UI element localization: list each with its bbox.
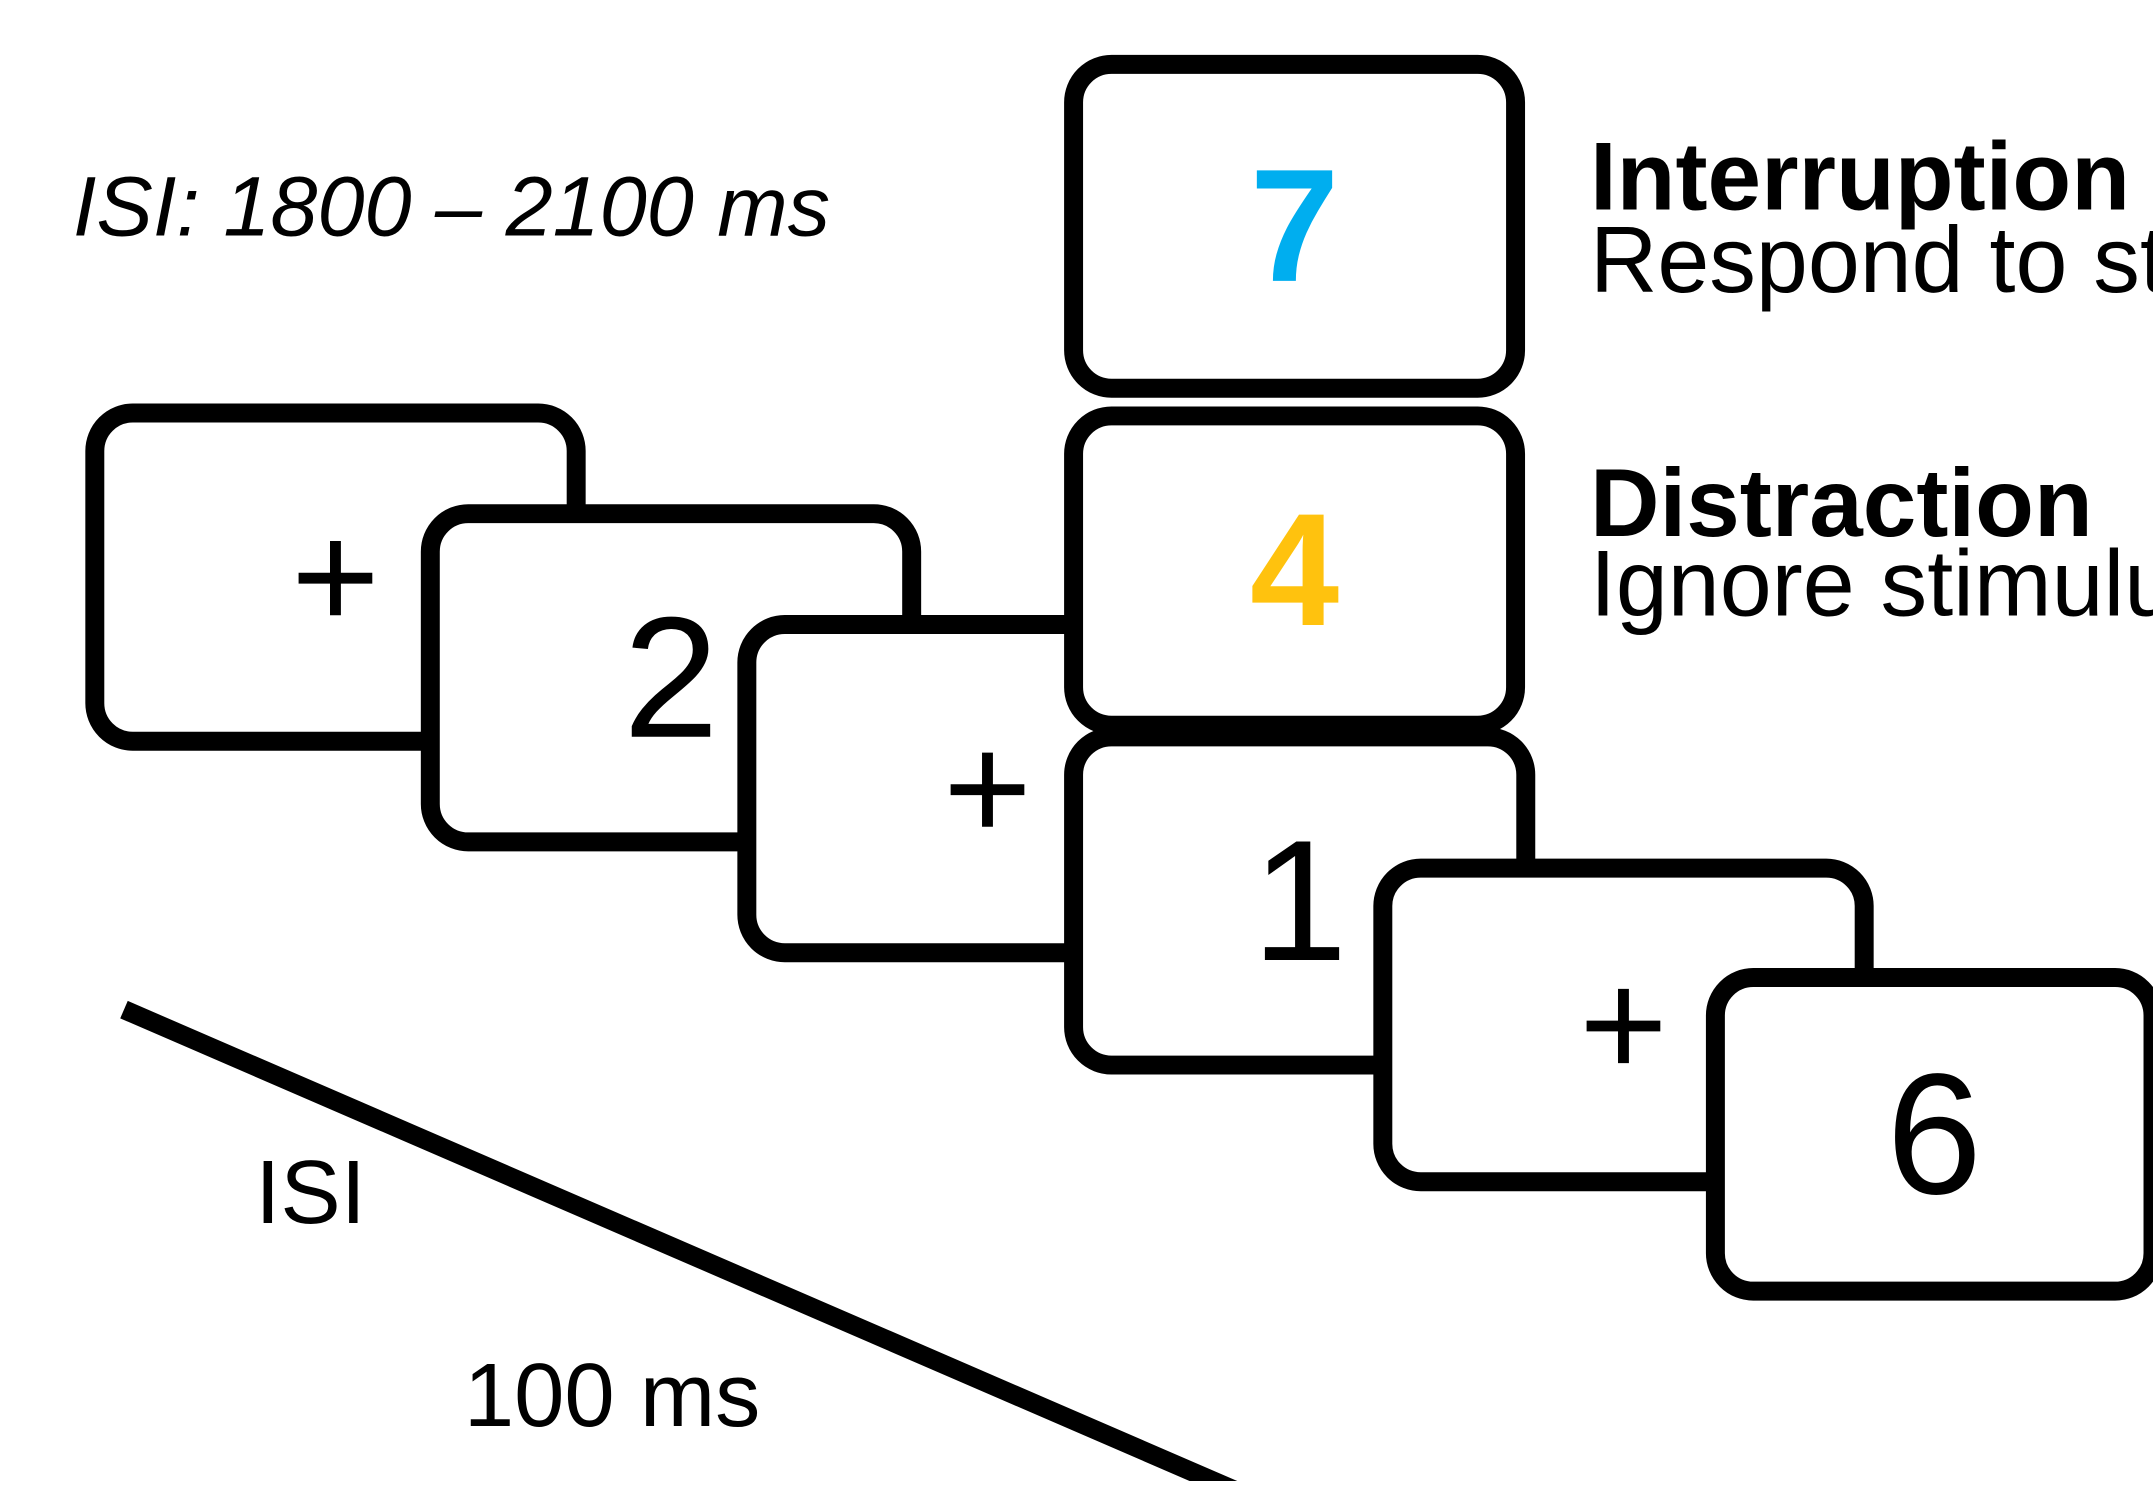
- timeline-label: 100 ms: [464, 1345, 761, 1446]
- annotation-title: Interruption: [1590, 123, 2130, 230]
- timeline-arrow: [120, 1000, 1249, 1486]
- screen-card: 6: [1705, 968, 2153, 1301]
- screen-frame: [1064, 54, 1526, 398]
- stimulus-standard: 2: [623, 582, 719, 774]
- annotation-subtitle: Respond to stimulus: [1590, 207, 2153, 312]
- stimulus-fixation: +: [943, 704, 1032, 873]
- stimulus-interruption: 7: [1250, 137, 1339, 316]
- stimulus-distraction: 4: [1250, 481, 1339, 660]
- annotation-title: Distraction: [1590, 450, 2093, 557]
- timeline-line: [120, 1000, 1249, 1486]
- screen-frame: [1705, 968, 2153, 1301]
- stimulus-fixation: +: [291, 493, 380, 662]
- screen-card: 7: [1064, 54, 1526, 398]
- stimulus-standard: 6: [1886, 1038, 1982, 1230]
- screen-frame: [1064, 406, 1526, 735]
- timeline-label: ISI: [255, 1142, 366, 1243]
- isi-range-note: ISI: 1800 – 2100 ms: [73, 159, 830, 254]
- screen-cards: +2 +7 4 1 +6: [85, 54, 2153, 1301]
- annotation-subtitle: Ignore stimulus: [1590, 531, 2153, 636]
- stimulus-fixation: +: [1579, 940, 1668, 1109]
- screen-card: 4: [1064, 406, 1526, 735]
- stimulus-standard: 1: [1252, 805, 1348, 997]
